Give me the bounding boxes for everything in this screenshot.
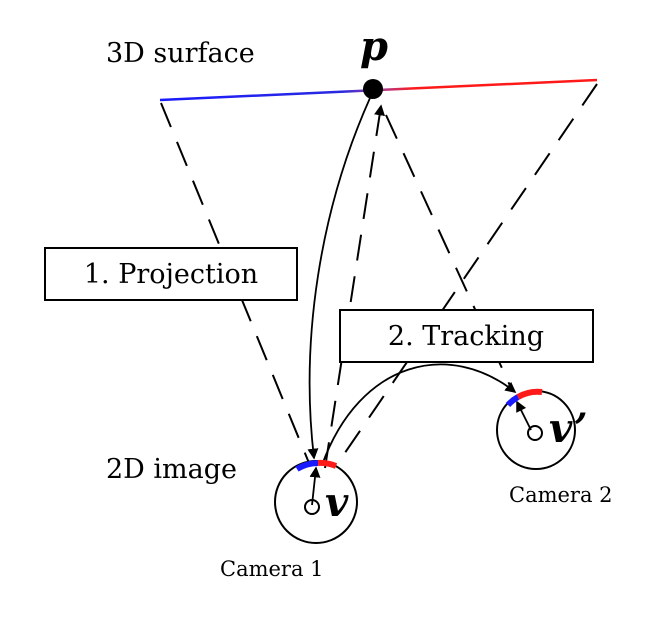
tracking-box — [339, 309, 594, 363]
camera2-blue-arc — [505, 394, 520, 408]
projection-arc — [307, 97, 371, 460]
camera2-label: Camera 2 — [509, 483, 613, 507]
projection-box — [44, 247, 298, 301]
camera1-red-arc — [317, 459, 338, 469]
point-p-dot — [363, 79, 383, 99]
tracking-label: 2. Tracking — [388, 321, 544, 352]
camera1-label: Camera 1 — [220, 557, 324, 581]
projection-ray-right — [337, 83, 598, 464]
projection-ray-left — [160, 102, 310, 464]
point-v-label: v — [325, 479, 349, 526]
camera2-center — [527, 425, 543, 441]
camera2-inner-arrow — [516, 400, 532, 431]
point-v-prime-label: v’ — [549, 405, 588, 452]
point-p-label: p — [360, 23, 388, 70]
camera1-center — [304, 499, 320, 515]
image-label: 2D image — [106, 454, 237, 485]
surface-label: 3D surface — [106, 38, 255, 69]
camera2-red-arc — [516, 388, 543, 400]
camera1-inner-arrow — [309, 466, 321, 506]
projection-ray-to-p — [324, 104, 386, 469]
projection-label: 1. Projection — [84, 259, 258, 290]
camera1-blue-arc — [295, 460, 319, 472]
tracking-arc — [321, 363, 517, 466]
